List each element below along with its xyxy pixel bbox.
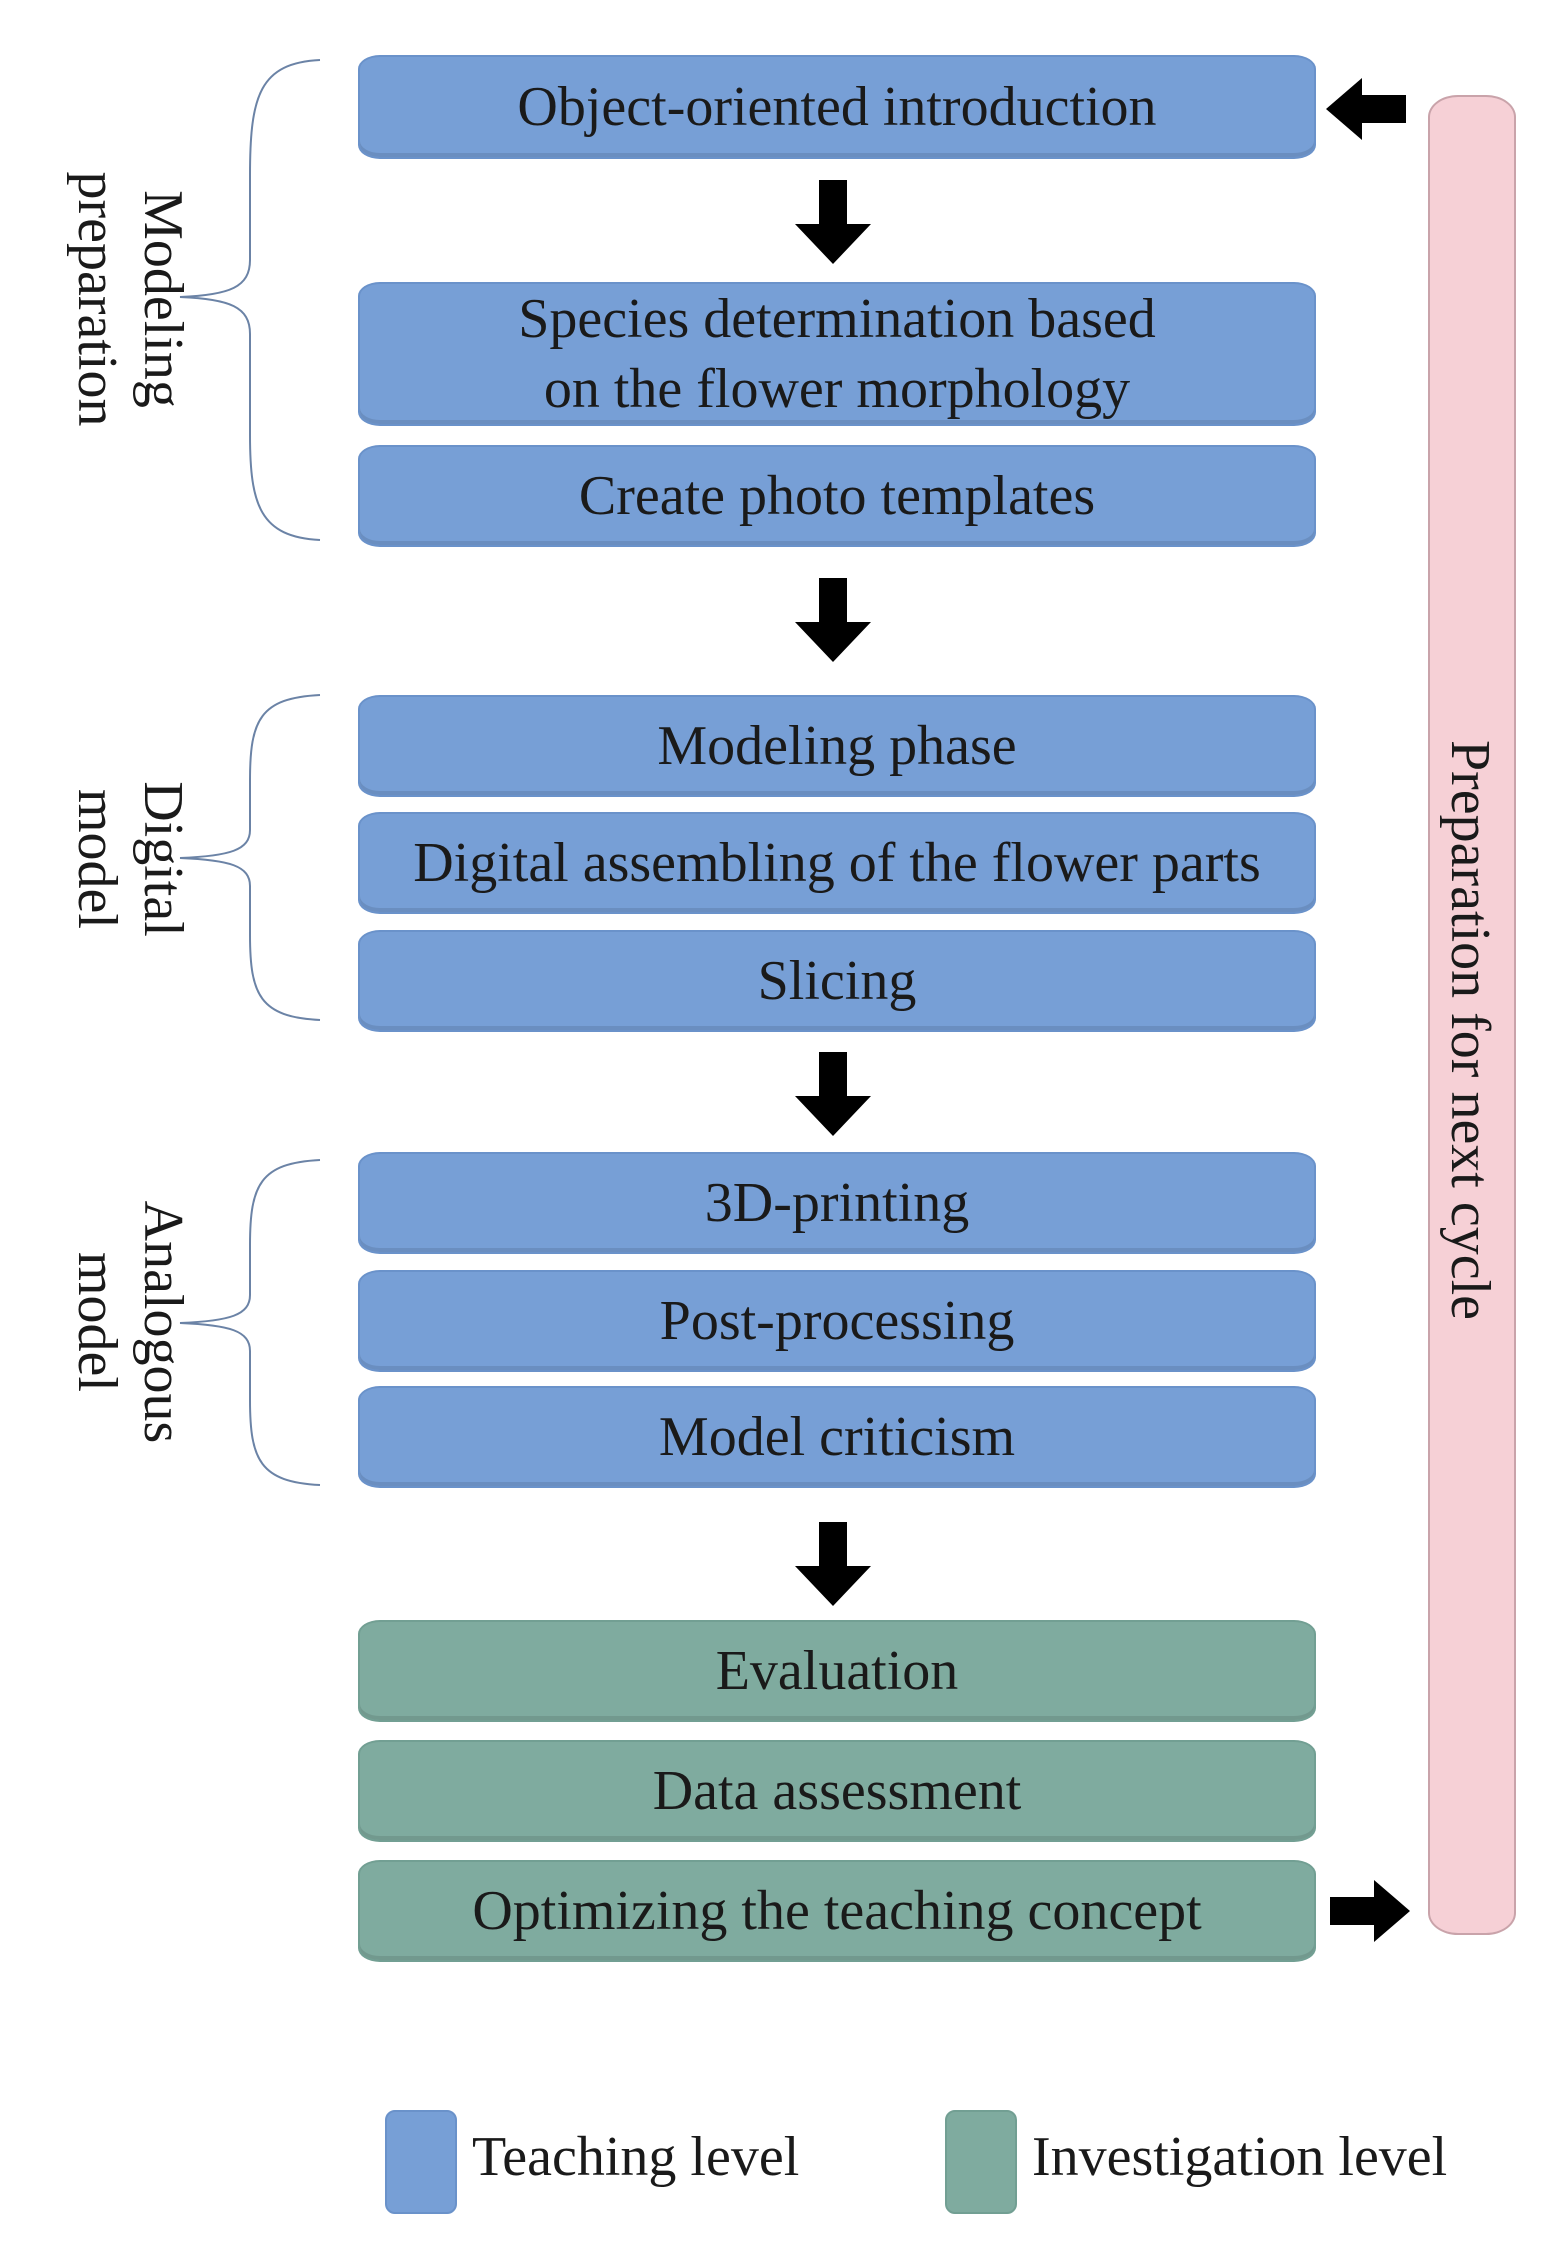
step-object-oriented-introduction: Object-oriented introduction: [358, 55, 1316, 159]
legend-teaching-label: Teaching level: [472, 2126, 800, 2188]
step-optimizing-teaching-concept: Optimizing the teaching concept: [358, 1860, 1316, 1962]
brace-digital-model: [179, 694, 321, 1021]
legend-investigation-swatch: [945, 2110, 1017, 2214]
step-post-processing: Post-processing: [358, 1270, 1316, 1372]
down-arrow-icon: [795, 578, 871, 662]
brace-analogous-model: [179, 1159, 321, 1486]
right-arrow-icon: [1330, 1880, 1410, 1942]
down-arrow-icon: [795, 1052, 871, 1136]
step-label: Post-processing: [659, 1290, 1015, 1352]
brace-modeling-preparation: [179, 59, 321, 541]
step-label: Optimizing the teaching concept: [472, 1880, 1202, 1942]
step-3d-printing: 3D-printing: [358, 1152, 1316, 1254]
legend-teaching-swatch: [385, 2110, 457, 2214]
step-label: Slicing: [757, 950, 917, 1012]
next-cycle-bar: [1428, 95, 1516, 1935]
step-create-photo-templates: Create photo templates: [358, 445, 1316, 547]
step-label: Model criticism: [658, 1406, 1016, 1468]
step-evaluation: Evaluation: [358, 1620, 1316, 1722]
step-digital-assembling: Digital assembling of the flower parts: [358, 812, 1316, 914]
step-label: Modeling phase: [657, 715, 1017, 777]
step-modeling-phase: Modeling phase: [358, 695, 1316, 797]
step-label: 3D-printing: [704, 1172, 970, 1234]
left-arrow-icon: [1326, 78, 1406, 140]
step-species-determination: Species determination based on the flowe…: [358, 282, 1316, 426]
step-label: Digital assembling of the flower parts: [413, 832, 1261, 894]
legend-investigation-label: Investigation level: [1032, 2126, 1448, 2188]
step-label: Data assessment: [652, 1760, 1022, 1822]
step-label: Evaluation: [715, 1640, 959, 1702]
next-cycle-label: Preparation for next cycle: [1439, 740, 1501, 1320]
step-label: Create photo templates: [578, 465, 1096, 527]
step-label-line2: on the flower morphology: [543, 358, 1131, 420]
step-label-line1: Species determination based: [518, 288, 1156, 350]
down-arrow-icon: [795, 1522, 871, 1606]
step-model-criticism: Model criticism: [358, 1386, 1316, 1488]
step-label: Object-oriented introduction: [517, 76, 1157, 138]
step-slicing: Slicing: [358, 930, 1316, 1032]
down-arrow-icon: [795, 180, 871, 264]
step-data-assessment: Data assessment: [358, 1740, 1316, 1842]
